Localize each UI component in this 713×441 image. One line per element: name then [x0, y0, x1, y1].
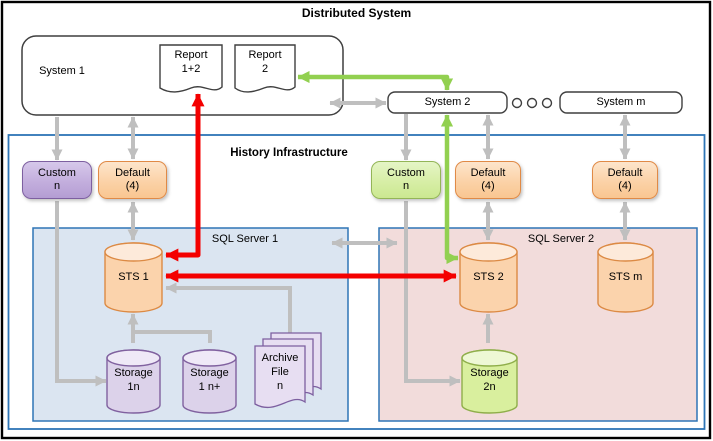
more-systems-ellipsis-icon: [511, 97, 553, 109]
storage-1n-cylinder: [106, 349, 161, 414]
report-2-document: [234, 44, 296, 93]
arrow-sts1-report12-red: [165, 93, 205, 262]
arrow-custom-left-to-storage1n: [55, 201, 107, 387]
sts-2-cylinder: [459, 242, 518, 313]
report-1-2-document: [159, 44, 223, 93]
arrow-archive-to-sts1: [165, 282, 292, 335]
default-adapter-right-2-label: Default (4): [607, 166, 643, 192]
archive-file-stack: [254, 332, 322, 409]
custom-adapter-right: Custom n: [371, 161, 441, 199]
grey-arrows: [51, 97, 631, 387]
ellipsis-circle: [511, 97, 523, 109]
line-storage1np-junction: [133, 330, 212, 343]
ellipsis-circle: [526, 97, 538, 109]
archive-page-front: [254, 345, 306, 409]
arrow-system2-sts2-green: [440, 114, 459, 265]
system2-box: [387, 91, 508, 114]
default-adapter-left: Default (4): [98, 161, 167, 199]
ellipsis-circle: [541, 97, 553, 109]
red-arrows: [165, 93, 457, 283]
arrow-custom-right-to-storage2n: [404, 201, 461, 387]
custom-adapter-right-label: Custom n: [387, 166, 425, 192]
storage-1np-cylinder: [182, 349, 237, 414]
arrow-report2-system2-green: [297, 70, 454, 91]
default-adapter-right-1: Default (4): [455, 161, 521, 199]
green-arrows: [297, 70, 459, 265]
custom-adapter-left: Custom n: [22, 161, 92, 199]
custom-adapter-left-label: Custom n: [38, 166, 76, 192]
system-m-box: [559, 91, 683, 114]
storage-2n-cylinder: [461, 349, 518, 414]
default-adapter-right-1-label: Default (4): [470, 166, 506, 192]
default-adapter-left-label: Default (4): [115, 166, 150, 192]
sts-1-cylinder: [104, 242, 163, 313]
sts-m-cylinder: [597, 242, 654, 313]
default-adapter-right-2: Default (4): [592, 161, 658, 199]
